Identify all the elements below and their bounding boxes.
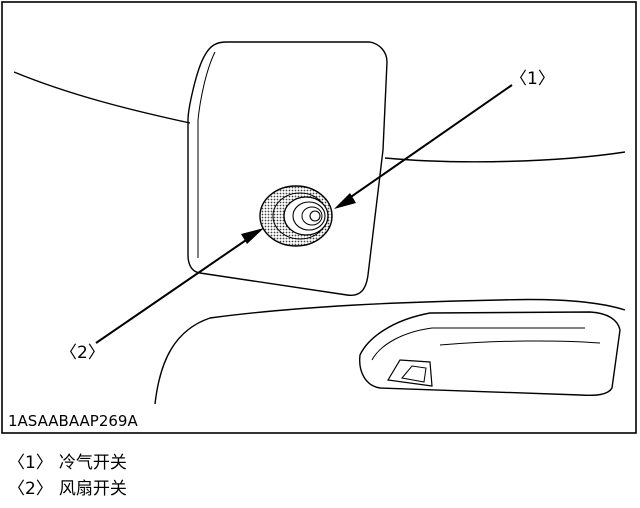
cooling-switch bbox=[283, 196, 329, 236]
callout-2-label: 〈2〉 bbox=[60, 343, 105, 363]
callout-1: 〈1〉 bbox=[334, 69, 555, 209]
callout-2: 〈2〉 bbox=[60, 228, 264, 363]
legend-item-2-tag: 〈2〉 bbox=[8, 479, 53, 499]
legend-item-2-text: 风扇开关 bbox=[58, 479, 127, 499]
callout-1-label: 〈1〉 bbox=[510, 69, 555, 89]
diagram-figure: 〈1〉 〈2〉 1ASAABAAP269A bbox=[1, 1, 637, 434]
trim-contour bbox=[154, 298, 626, 405]
switch-panel bbox=[187, 41, 388, 297]
overhead-lamp bbox=[359, 311, 621, 397]
legend-item-1: 〈1〉冷气开关 bbox=[8, 450, 628, 476]
figure-frame bbox=[1, 1, 637, 434]
panel-bevel bbox=[197, 51, 216, 258]
legend: 〈1〉冷气开关 〈2〉风扇开关 bbox=[8, 450, 628, 502]
ceiling-line bbox=[13, 71, 191, 124]
vehicle-interior-drawing: 〈1〉 〈2〉 1ASAABAAP269A bbox=[1, 1, 637, 434]
ceiling-line-right bbox=[384, 151, 626, 163]
figure-code: 1ASAABAAP269A bbox=[8, 412, 138, 430]
legend-item-1-text: 冷气开关 bbox=[58, 453, 127, 473]
legend-item-1-tag: 〈1〉 bbox=[8, 453, 53, 473]
legend-item-2: 〈2〉风扇开关 bbox=[8, 476, 628, 502]
